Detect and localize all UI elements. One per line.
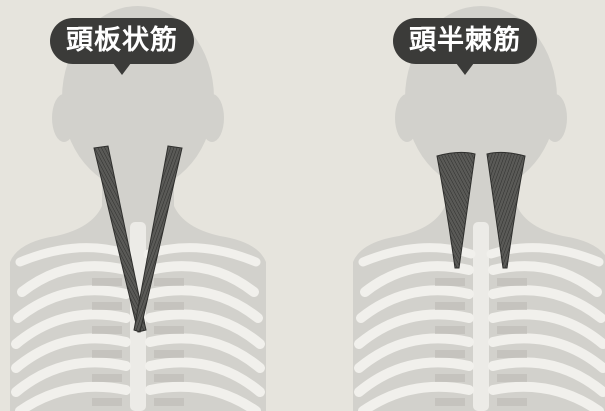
label-splenius-capitis-text: 頭板状筋: [66, 25, 178, 56]
label-splenius-capitis: 頭板状筋: [50, 18, 194, 64]
label-pointer: [456, 63, 474, 75]
right-figure: [353, 6, 605, 411]
left-figure: [10, 6, 266, 411]
label-semispinalis-capitis: 頭半棘筋: [393, 18, 537, 64]
label-semispinalis-capitis-text: 頭半棘筋: [409, 25, 521, 56]
label-pointer: [113, 63, 131, 75]
